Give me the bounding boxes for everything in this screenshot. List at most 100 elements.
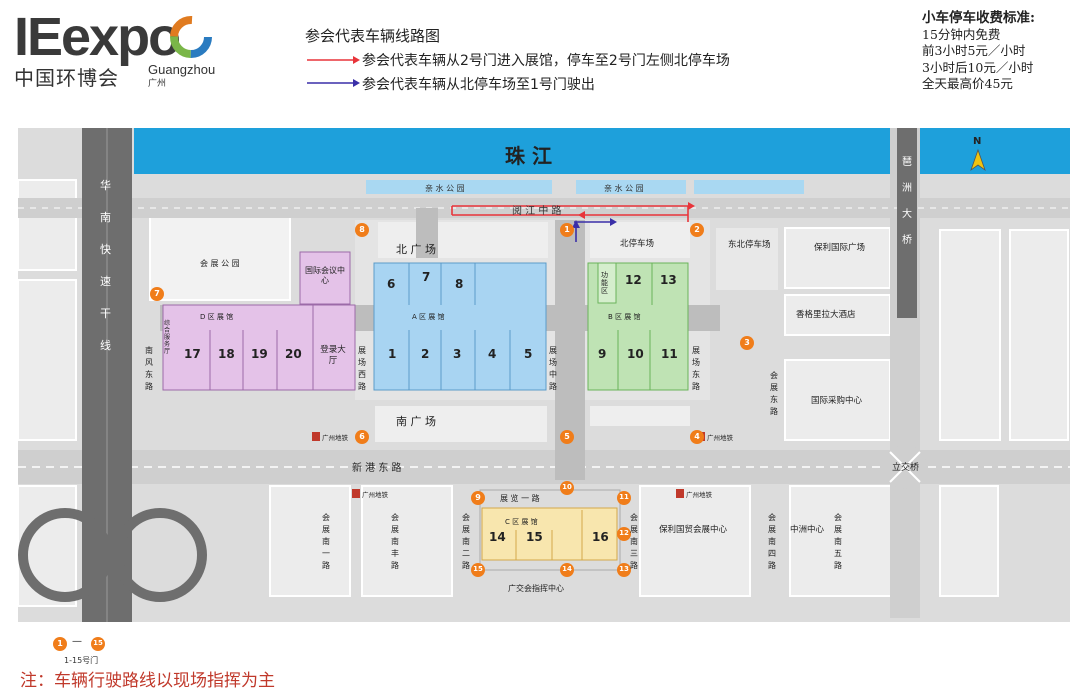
interchange-loop-right [113,508,207,602]
hall-number: 6 [387,277,396,291]
yuejiang-road-label: 阅 江 中 路 [512,206,562,217]
fee-line: 全天最高价45元 [922,76,1013,91]
logo-ring-icon [170,16,212,58]
gate-number: 1 [564,225,570,234]
gate-number: 9 [475,493,481,502]
zone-b-label: B 区 展 馆 [608,313,641,321]
hall-number: 4 [488,347,497,361]
south-plaza-label: 南 广 场 [396,415,436,428]
metro-label: 广州地铁 [686,491,712,499]
hall-number: 9 [598,347,607,361]
hall-number: 14 [489,530,506,544]
poly-world-trade-label: 保利国贸会展中心 [659,525,728,535]
logo-chinese-name: 中国环博会 [14,66,119,90]
hall-number: 18 [218,347,235,361]
gate-number: 13 [619,565,629,573]
hall-number: 5 [524,347,533,361]
zone-c [481,507,618,561]
gate-number: 4 [694,432,700,441]
footnote: 注：车辆行驶路线以现场指挥为主 [20,671,275,691]
huizhan-s5-label: 会展南五路 [834,513,842,570]
gate-number: 3 [744,338,750,347]
shangrila-label: 香格里拉大酒店 [796,310,856,320]
north-plaza [378,222,548,258]
service-hall-label: 综合服务厅 [164,320,171,355]
zone-a-label: A 区 展 馆 [412,313,445,321]
park-label: 亲 水 公 园 [604,184,644,193]
huanan-expressway-label: 华南快速干线 [100,179,111,352]
parking-fee-panel: 小车停车收费标准: 15分钟内免费 前3小时5元／小时 3小时后10元／小时 全… [922,10,1035,93]
fee-line: 15分钟内免费 [922,26,1001,42]
xingang-road-label: 新 港 东 路 [352,463,402,474]
pearl-river [134,128,1070,174]
nanfeng-east-road-label: 南风东路 [145,346,153,391]
hall-number: 17 [184,347,201,361]
waterside-park-east [694,180,804,194]
gate-number: 2 [694,225,700,234]
hall-number: 13 [660,273,677,287]
north-label: N [973,136,982,147]
poly-plaza-label: 保利国际广场 [814,243,866,253]
waterside-park-mid [576,180,686,194]
overpass-label: 立交桥 [892,463,920,473]
hall-number: 16 [592,530,609,544]
block [269,485,351,597]
liede-bridge-label: 琶洲大桥 [902,157,912,246]
gate-markers [150,223,754,577]
north-plaza-label: 北 广 场 [396,243,436,256]
zone-a [373,262,547,391]
route-legend-arrows [307,56,360,87]
block-exhibition-park [149,209,291,301]
gate-legend-caption: 1-15号门 [64,656,99,665]
block [939,229,1001,441]
huizhan-s3-label: 会展南三路 [630,513,638,570]
fee-line: 3小时后10元／小时 [922,59,1034,75]
gate-number: 6 [359,432,365,441]
function-zone [597,262,617,304]
block-purchase-center [784,359,891,441]
south-plaza [375,406,547,442]
exhibition-park-label: 会 展 公 园 [200,259,240,268]
command-center-label: 广交会指挥中心 [508,584,564,593]
block-poly-plaza [784,227,891,289]
zhanlan-road-label: 展 览 一 路 [500,494,540,503]
gate-legend-dash: — [72,636,82,647]
block [17,179,77,271]
function-zone-label: 功能区 [601,271,608,295]
fee-line: 前3小时5元／小时 [922,43,1026,58]
gate-number: 11 [619,493,629,501]
waterside-park-west [366,180,552,194]
park-label: 亲 水 公 园 [425,184,465,193]
hall-number: 20 [285,347,302,361]
zone-d [162,304,314,391]
gate-legend-to: 15 [93,639,103,647]
hall-number: 19 [251,347,268,361]
registration-hall [312,304,356,391]
route-in-label: 参会代表车辆从2号门进入展馆，停车至2号门左侧北停车场 [362,53,730,69]
block [361,485,453,597]
gate-number: 5 [564,432,570,441]
route-legend-title: 参会代表车辆线路图 [305,27,441,45]
purchase-center-label: 国际采购中心 [811,396,863,406]
huizhan-sfeng-label: 会展南丰路 [391,513,399,570]
zhongzhou-label: 中洲中心 [790,525,825,535]
hall-number: 8 [455,277,464,291]
gate-number: 7 [154,289,160,298]
hall-number: 12 [625,273,642,287]
fee-title: 小车停车收费标准: [922,10,1035,26]
zone-d-label: D 区 展 馆 [200,313,234,321]
logo-city-cn: 广州 [148,79,167,89]
middle-road-label: 展场中路 [549,346,557,391]
zone-c-label: C 区 展 馆 [505,518,538,526]
interchange-loop-left [18,508,112,602]
intl-conference-center [299,251,351,305]
hall-number: 10 [627,347,644,361]
gate-number: 12 [619,529,629,537]
gate-legend-from: 1 [57,639,63,648]
gate-number: 10 [562,483,572,491]
registration-hall-label: 登录大厅 [320,345,346,366]
east-road-label: 展场东路 [692,346,700,391]
metro-label: 广州地铁 [362,491,388,499]
hall-number: 2 [421,347,430,361]
river-label: 珠 江 [505,144,552,168]
